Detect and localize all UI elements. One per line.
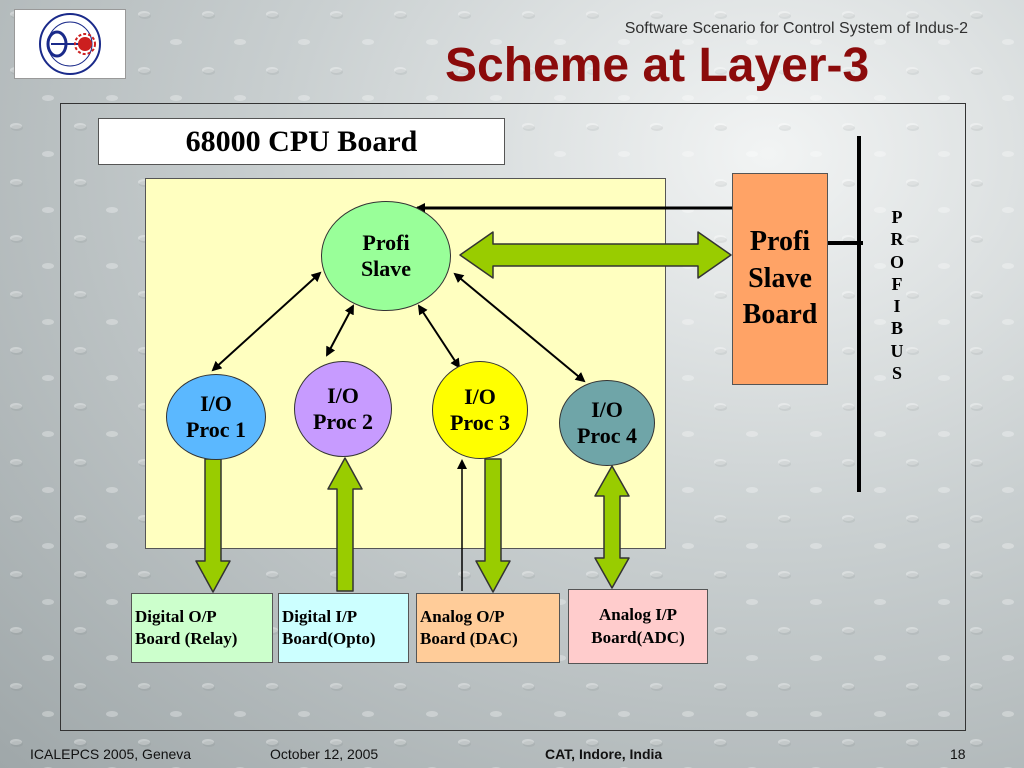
footer-page-number: 18 <box>950 746 966 762</box>
io-proc-2: I/O Proc 2 <box>294 361 392 457</box>
board-line1: Digital I/P <box>282 606 358 626</box>
io-proc-4: I/O Proc 4 <box>559 380 655 466</box>
io-proc-4-line2: Proc 4 <box>576 423 638 448</box>
io1-slave-arrow <box>211 271 322 372</box>
profi-slave-board-line1: Profi <box>749 226 811 258</box>
io-proc-2-line2: Proc 2 <box>312 409 374 434</box>
board-line1: Analog O/P <box>420 606 505 626</box>
slave-board-data-arrow <box>459 231 732 279</box>
board-line1: Analog I/P <box>599 605 677 625</box>
board-line2: Board (Relay) <box>135 629 238 648</box>
slide-title: Scheme at Layer-3 <box>445 39 870 92</box>
io-proc-1: I/O Proc 1 <box>166 374 266 460</box>
profi-slave-board-line3: Board <box>742 299 818 331</box>
footer-conference: ICALEPCS 2005, Geneva <box>30 746 192 762</box>
profibus-letter: U <box>890 340 904 361</box>
profibus-letter: I <box>893 296 901 317</box>
io2-slave-arrow <box>326 304 354 357</box>
board-line2: Board (DAC) <box>420 629 518 648</box>
io-proc-3-line2: Proc 3 <box>449 410 511 435</box>
board-line2: Board(ADC) <box>591 627 685 647</box>
io3-to-dac-arrow <box>475 458 511 593</box>
io3-slave-arrow <box>417 304 461 369</box>
digital-output-board: Digital O/P Board (Relay) <box>131 593 273 663</box>
analog-input-board: Analog I/P Board(ADC) <box>568 589 708 664</box>
diagram-frame <box>60 103 966 731</box>
profibus-letter: F <box>891 273 903 294</box>
footer-date: October 12, 2005 <box>270 746 379 762</box>
board-line2: Board(Opto) <box>282 629 376 648</box>
io4-adc-arrow <box>594 465 630 589</box>
profi-slave-line2: Slave <box>360 256 412 281</box>
profibus-letter: S <box>891 363 902 384</box>
io-proc-3: I/O Proc 3 <box>432 361 528 459</box>
cpu-board-label: 68000 CPU Board <box>98 118 505 165</box>
profi-slave-board: Profi Slave Board <box>732 173 828 385</box>
analog-output-board: Analog O/P Board (DAC) <box>416 593 560 663</box>
footer-organization: CAT, Indore, India <box>545 746 663 762</box>
io-proc-2-line1: I/O <box>327 382 359 408</box>
io-proc-4-line1: I/O <box>591 396 623 422</box>
io-proc-3-line1: I/O <box>464 383 496 409</box>
slide-subtitle: Software Scenario for Control System of … <box>624 20 968 37</box>
profi-slave-board-line2: Slave <box>748 262 812 294</box>
io-proc-1-line1: I/O <box>200 390 232 416</box>
io1-to-relay-arrow <box>195 458 231 593</box>
profi-slave-node: Profi Slave <box>321 201 451 311</box>
profi-slave-line1: Profi <box>362 229 410 255</box>
profibus-letter: P <box>891 207 903 227</box>
profibus-letter: R <box>890 229 904 250</box>
opto-to-io2-arrow <box>327 457 363 592</box>
profibus-letter: O <box>889 251 904 272</box>
io4-slave-arrow <box>453 272 586 383</box>
io-proc-1-line2: Proc 1 <box>185 417 247 442</box>
board-line1: Digital O/P <box>135 606 217 626</box>
digital-input-board: Digital I/P Board(Opto) <box>278 593 409 663</box>
profibus-label: P R O F I B U S <box>887 206 907 384</box>
profibus-letter: B <box>890 318 903 339</box>
organization-logo <box>14 9 126 79</box>
